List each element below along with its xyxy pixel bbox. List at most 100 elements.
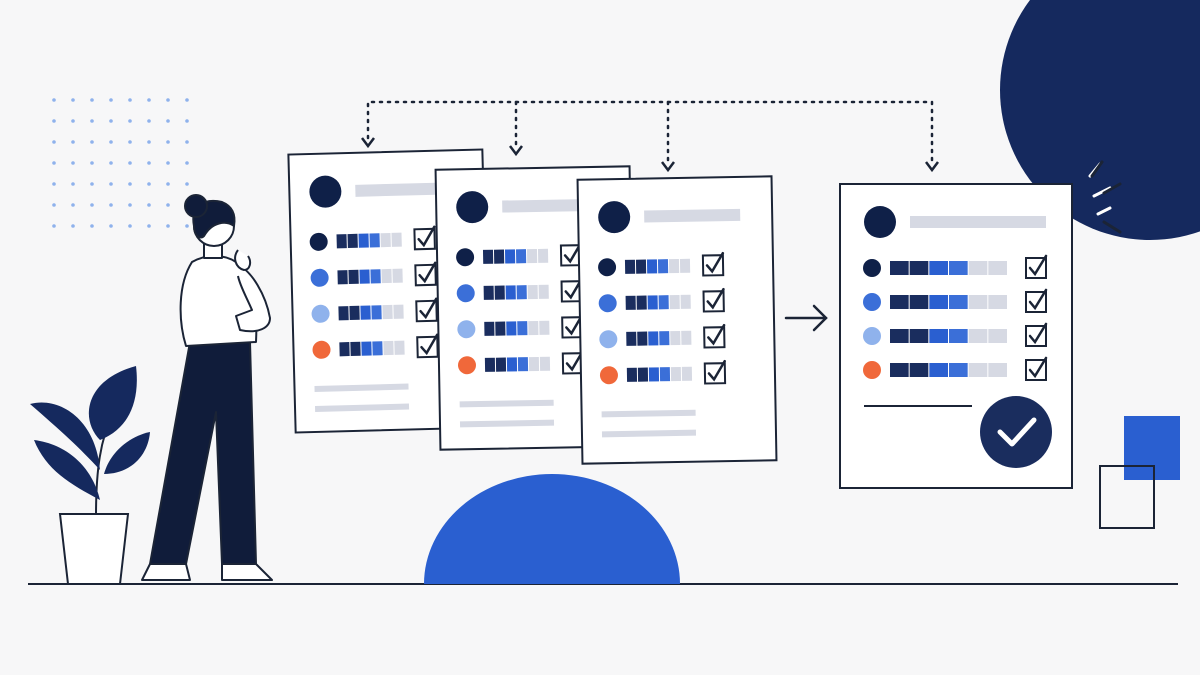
progress-segment [381, 268, 392, 284]
progress-segment [372, 341, 383, 356]
grid-dot [185, 98, 189, 102]
progress-segment [517, 321, 528, 336]
final-card [839, 183, 1073, 489]
grid-dot [147, 161, 151, 165]
grid-dot [71, 140, 75, 144]
progress-segment [637, 367, 649, 382]
title-placeholder [910, 216, 1046, 228]
progress-segment [537, 248, 549, 263]
progress-segment [909, 363, 929, 377]
progress-segment [890, 329, 909, 343]
progress-segment [370, 269, 381, 284]
grid-dot [52, 98, 56, 102]
progress-segment [679, 258, 691, 273]
progress-segment [348, 269, 359, 285]
title-placeholder [502, 198, 599, 213]
progress-segment [338, 306, 349, 321]
text-placeholder [601, 409, 696, 418]
progress-segment [482, 249, 494, 264]
progress-segment [528, 320, 539, 336]
progress-segment [968, 363, 988, 377]
progress-segment [988, 295, 1007, 309]
progress-segment [636, 295, 647, 310]
grid-dot [52, 119, 56, 123]
progress-segment [670, 366, 682, 382]
progress-segment [624, 259, 636, 274]
grid-dot [166, 119, 170, 123]
grid-dot [147, 224, 151, 228]
check-mark [705, 251, 725, 274]
progress-segment [635, 259, 647, 274]
grid-dot [109, 182, 113, 186]
title-placeholder [355, 182, 452, 197]
check-mark [563, 241, 583, 264]
grid-dot [90, 161, 94, 165]
progress-segment [647, 295, 658, 310]
status-dot [599, 366, 618, 385]
grid-dot [90, 98, 94, 102]
grid-dot [128, 161, 132, 165]
check-circle-icon [980, 396, 1052, 468]
check-mark [418, 261, 437, 284]
grid-dot [90, 203, 94, 207]
check-mark [565, 313, 584, 336]
status-dot [456, 248, 475, 267]
grid-dot [166, 161, 170, 165]
grid-dot [147, 98, 151, 102]
status-dot [863, 293, 881, 311]
progress-segment [505, 285, 516, 300]
status-dot [312, 340, 331, 359]
progress-segment [539, 356, 551, 371]
progress-segment [493, 249, 505, 264]
grid-dot [52, 224, 56, 228]
progress-segment [359, 269, 370, 284]
progress-segment [680, 294, 691, 309]
grid-dot [166, 98, 170, 102]
person-icon [141, 194, 273, 581]
check-mark [706, 287, 725, 310]
plant-icon [30, 366, 150, 585]
progress-segment [526, 248, 538, 264]
progress-segment [484, 321, 495, 336]
progress-segment [392, 268, 403, 283]
grid-dot [71, 203, 75, 207]
progress-segment [337, 270, 348, 285]
progress-segment [988, 363, 1007, 377]
check-mark [1028, 356, 1048, 379]
grid-dot [147, 182, 151, 186]
progress-segment [516, 285, 527, 300]
progress-segment [929, 363, 948, 377]
progress-segment [495, 357, 507, 372]
grid-dot [109, 161, 113, 165]
grid-dot [71, 98, 75, 102]
progress-segment [494, 285, 505, 300]
progress-segment [968, 295, 988, 309]
check-mark [1028, 322, 1048, 345]
grid-dot [147, 140, 151, 144]
progress-segment [350, 341, 361, 357]
progress-segment [538, 284, 549, 299]
grid-dot [90, 224, 94, 228]
progress-segment [657, 259, 669, 274]
progress-segment [504, 249, 516, 264]
progress-segment [339, 342, 350, 357]
grid-dot [109, 203, 113, 207]
progress-segment [495, 321, 506, 336]
grid-dot [128, 224, 132, 228]
progress-segment [988, 329, 1007, 343]
grid-dot [128, 119, 132, 123]
progress-segment [391, 232, 402, 247]
progress-segment [527, 284, 538, 300]
grid-dot [166, 182, 170, 186]
progress-segment [383, 340, 394, 356]
status-dot [457, 320, 476, 339]
grid-dot [109, 140, 113, 144]
check-mark [564, 277, 583, 300]
progress-segment [484, 357, 496, 372]
avatar [598, 201, 631, 234]
decorative-outline-square [1099, 465, 1155, 529]
status-dot [599, 330, 618, 349]
progress-segment [648, 331, 659, 346]
progress-segment [659, 331, 670, 346]
